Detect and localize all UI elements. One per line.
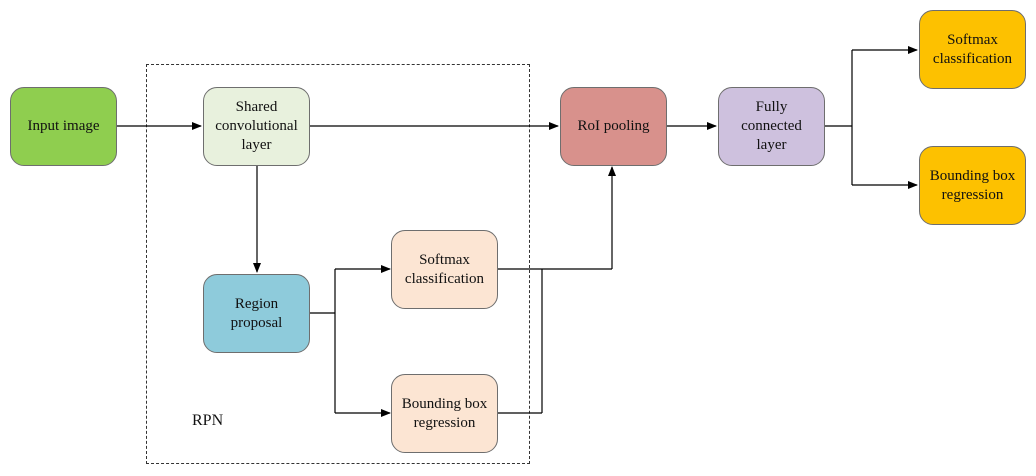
rpn-bounding-box-regression-node: Bounding box regression (391, 374, 498, 453)
rpn-softmax-classification-node: Softmax classification (391, 230, 498, 309)
fully-connected-layer-node: Fully connected layer (718, 87, 825, 166)
rpn-dashed-region (146, 64, 530, 464)
region-proposal-node: Region proposal (203, 274, 310, 353)
output-softmax-classification-node: Softmax classification (919, 10, 1026, 89)
input-image-node: Input image (10, 87, 117, 166)
rpn-label: RPN (192, 412, 224, 429)
roi-pooling-node: RoI pooling (560, 87, 667, 166)
shared-convolutional-layer-node: Shared convolutional layer (203, 87, 310, 166)
output-bounding-box-regression-node: Bounding box regression (919, 146, 1026, 225)
